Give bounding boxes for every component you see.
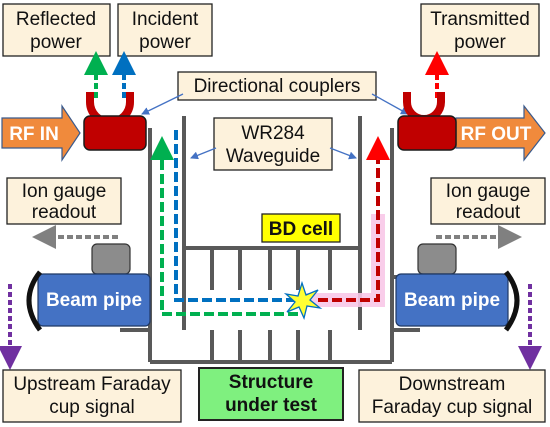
right-directional-coupler <box>397 115 457 151</box>
ion-gauge-right-label: Ion gauge readout <box>430 177 546 225</box>
waveguide <box>120 116 420 364</box>
upstream-faraday-label: Upstream Faraday cup signal <box>2 369 182 423</box>
structure-under-test-label: Structure under test <box>198 367 344 421</box>
svg-text:power: power <box>454 32 506 53</box>
incident-wave-path <box>174 130 300 302</box>
ion-gauge-left-label: Ion gauge readout <box>6 177 122 225</box>
coupler-pointer-left <box>141 93 184 115</box>
svg-text:Ion gauge: Ion gauge <box>446 181 531 202</box>
coupler-pointer-right <box>371 93 409 115</box>
ion-gauge-right <box>417 243 457 275</box>
svg-text:Beam pipe: Beam pipe <box>46 290 142 311</box>
svg-text:readout: readout <box>456 202 521 223</box>
svg-text:power: power <box>30 32 82 53</box>
svg-text:Faraday cup signal: Faraday cup signal <box>372 397 533 418</box>
svg-text:RF OUT: RF OUT <box>461 124 532 145</box>
svg-text:BD cell: BD cell <box>269 219 333 240</box>
bd-cell-label: BD cell <box>261 213 341 243</box>
ion-gauge-left <box>91 243 131 275</box>
beam-pipe-left: Beam pipe <box>37 273 151 327</box>
directional-couplers-label: Directional couplers <box>177 71 377 101</box>
incident-power-label: Incident power <box>117 3 213 57</box>
svg-text:Incident: Incident <box>132 9 199 30</box>
downstream-faraday-label: Downstream Faraday cup signal <box>358 369 546 423</box>
svg-text:Ion gauge: Ion gauge <box>22 181 107 202</box>
svg-text:Reflected: Reflected <box>16 9 96 30</box>
waveguide-label: WR284 Waveguide <box>213 117 333 171</box>
faraday-cup-right <box>503 270 520 332</box>
svg-text:WR284: WR284 <box>241 123 305 144</box>
breakdown-spark-icon <box>283 280 323 320</box>
reflected-wave-path <box>150 136 298 316</box>
svg-text:Directional couplers: Directional couplers <box>194 76 361 97</box>
svg-text:RF IN: RF IN <box>9 124 59 145</box>
svg-text:under test: under test <box>225 395 318 416</box>
svg-text:Beam pipe: Beam pipe <box>404 290 500 311</box>
svg-text:power: power <box>139 32 191 53</box>
left-directional-coupler <box>83 115 147 151</box>
rf-in-arrow: RF IN <box>1 104 81 162</box>
svg-text:Structure: Structure <box>229 372 313 393</box>
svg-text:Upstream Faraday: Upstream Faraday <box>13 374 171 395</box>
svg-text:cup signal: cup signal <box>49 397 135 418</box>
beam-pipe-right: Beam pipe <box>395 273 509 327</box>
svg-text:Waveguide: Waveguide <box>226 146 320 167</box>
reflected-power-label: Reflected power <box>2 3 111 57</box>
transmitted-power-label: Transmitted power <box>420 3 540 57</box>
waveguide-pointer-right <box>329 147 357 160</box>
waveguide-pointer-left <box>190 147 217 160</box>
faraday-cup-left <box>26 270 43 332</box>
transmitted-wave-path <box>318 136 390 302</box>
svg-text:Transmitted: Transmitted <box>430 9 530 30</box>
svg-text:readout: readout <box>32 202 97 223</box>
rf-out-arrow: RF OUT <box>455 104 546 162</box>
svg-text:Downstream: Downstream <box>399 374 506 395</box>
